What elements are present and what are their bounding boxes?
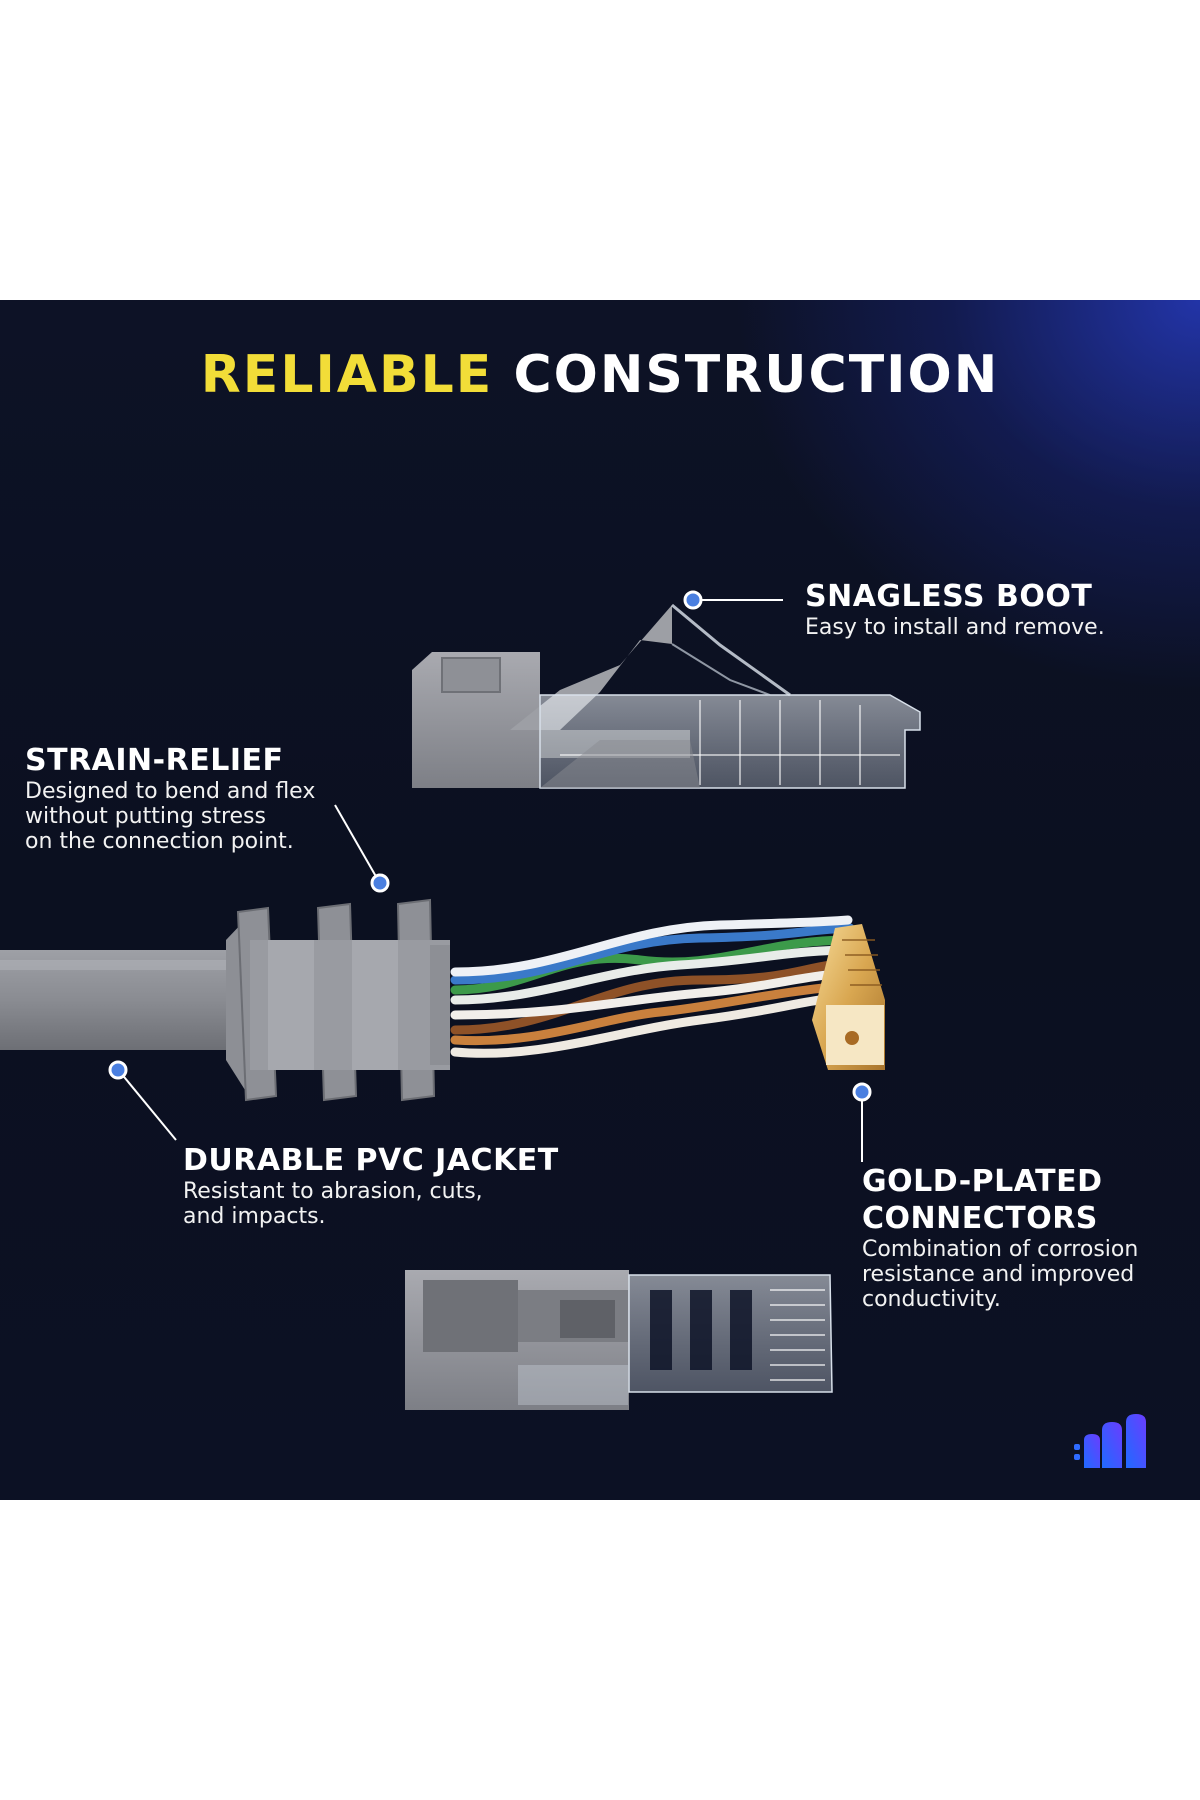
callout-heading: SNAGLESS BOOT — [805, 579, 1093, 614]
snagless-boot-connector — [412, 603, 921, 789]
cable-assembly — [0, 898, 885, 1102]
callout-heading: GOLD-PLATED CONNECTORS — [862, 1164, 1103, 1236]
title-accent: RELIABLE — [200, 345, 494, 405]
callout-snagless-boot: SNAGLESS BOOT Easy to install and remove… — [805, 578, 1105, 640]
callout-description: Combination of corrosion resistance and … — [862, 1237, 1139, 1312]
product-banner: RELIABLE CONSTRUCTION SNAGLESS BOOT Easy… — [0, 300, 1200, 1500]
marker-dot-icon — [108, 1060, 128, 1080]
marker-dot-icon — [683, 590, 703, 610]
page-title: RELIABLE CONSTRUCTION — [0, 345, 1200, 405]
callout-heading: STRAIN-RELIEF — [25, 743, 284, 778]
callout-description: Resistant to abrasion, cuts, and impacts… — [183, 1179, 483, 1229]
marker-dot-icon — [852, 1082, 872, 1102]
callout-heading: DURABLE PVC JACKET — [183, 1143, 559, 1178]
title-main: CONSTRUCTION — [513, 345, 1000, 405]
bottom-connector — [405, 1270, 833, 1410]
callout-gold-plated: GOLD-PLATED CONNECTORS Combination of co… — [862, 1163, 1138, 1312]
marker-dot-icon — [370, 873, 390, 893]
callout-pvc-jacket: DURABLE PVC JACKET Resistant to abrasion… — [183, 1142, 559, 1229]
cable-illustration — [0, 590, 921, 1410]
callout-leaders — [108, 590, 872, 1162]
callout-strain-relief: STRAIN-RELIEF Designed to bend and flex … — [25, 742, 315, 854]
callout-description: Easy to install and remove. — [805, 615, 1105, 640]
brand-logo-icon — [1074, 1414, 1146, 1468]
callout-description: Designed to bend and flex without puttin… — [25, 779, 316, 854]
